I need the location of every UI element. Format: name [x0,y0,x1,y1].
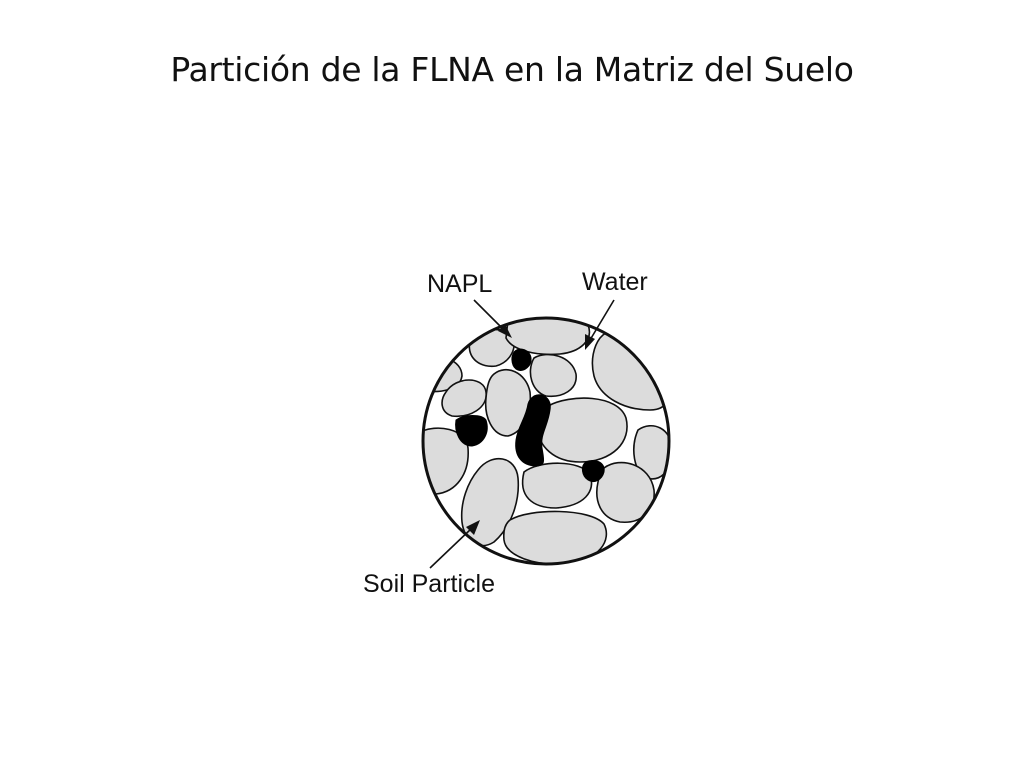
soil-particle-arrow-head [466,520,480,535]
napl-blob [581,459,605,483]
napl-label: NAPL [427,270,492,298]
soil-particle-grain [529,353,577,398]
napl-arrow-head [498,324,512,338]
slide-title: Partición de la FLNA en la Matriz del Su… [170,50,854,89]
napl-arrow [473,299,507,333]
water-arrow [589,299,615,341]
napl-blob [515,394,551,467]
soil-particle-grain [484,368,532,437]
napl-blob [455,415,488,447]
soil-particle-grain [537,397,628,463]
soil-sample-circle [421,316,671,566]
napl-blob [511,348,532,371]
soil-particle-grain [521,462,593,509]
soil-particle-grain [423,427,469,495]
soil-particle-grain [441,379,487,417]
water-label: Water [582,268,648,296]
soil-particle-label: Soil Particle [363,570,495,598]
soil-particle-arrow [429,527,473,569]
water-arrow-head [585,334,595,350]
